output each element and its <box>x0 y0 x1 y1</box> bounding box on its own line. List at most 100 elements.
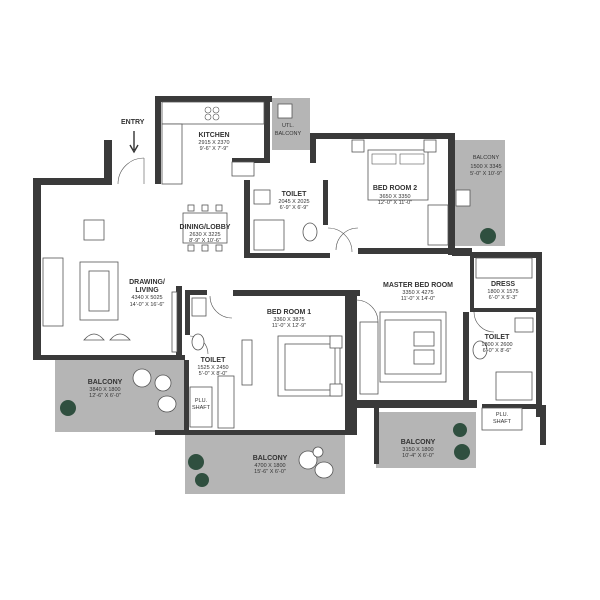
balcony-chair-5 <box>314 461 334 479</box>
entry-door <box>117 157 145 185</box>
svg-text:3840 X 1800: 3840 X 1800 <box>89 387 120 393</box>
svg-text:10'-4" X 6'-0": 10'-4" X 6'-0" <box>402 453 434 459</box>
svg-text:1800 X 1575: 1800 X 1575 <box>487 289 518 295</box>
svg-text:5'-0" X 8'-0": 5'-0" X 8'-0" <box>199 371 228 377</box>
dress-name: DRESS <box>491 281 515 288</box>
svg-text:UTL.: UTL. <box>282 123 294 129</box>
toilet-1-basin <box>253 189 271 205</box>
tv-unit <box>171 291 178 353</box>
balcony-chair-3 <box>157 395 177 413</box>
kitchen-counter <box>161 101 265 125</box>
balcony-bottom-mid-name: BALCONY <box>253 455 288 462</box>
svg-text:12'-0" X 11'-0": 12'-0" X 11'-0" <box>378 200 412 206</box>
entry-arrow-icon <box>129 131 139 154</box>
toilet-1-name: TOILET <box>282 191 307 198</box>
bedroom-1-door <box>209 295 233 319</box>
toilet-3-basin <box>514 317 534 333</box>
svg-text:SHAFT: SHAFT <box>493 419 512 425</box>
svg-text:3650 X 3350: 3650 X 3350 <box>379 194 410 200</box>
doors <box>117 157 495 355</box>
washer <box>277 103 293 119</box>
balcony-chair-1 <box>132 368 152 388</box>
svg-text:12'-6" X 6'-0": 12'-6" X 6'-0" <box>89 393 121 399</box>
plu-shaft-right-name: PLU. <box>496 412 509 418</box>
svg-text:SHAFT: SHAFT <box>192 405 211 411</box>
svg-text:6'-0" X 8'-6": 6'-0" X 8'-6" <box>483 348 512 354</box>
plant-icon <box>453 423 467 437</box>
bedroom-2-door <box>335 227 359 251</box>
toilet-2-wc <box>191 333 205 351</box>
balcony-chair-4 <box>298 450 318 470</box>
bed-2 <box>367 149 429 201</box>
bedroom-1-name: BED ROOM 1 <box>267 309 311 316</box>
toilet-2-basin <box>191 297 207 317</box>
balcony-fills <box>55 98 505 494</box>
plant-icon <box>454 444 470 460</box>
svg-text:3350 X 4275: 3350 X 4275 <box>402 290 433 296</box>
plant-icon <box>480 228 496 244</box>
bed-master <box>384 319 442 375</box>
wardrobe-1 <box>217 375 235 429</box>
wardrobe-master <box>359 321 379 395</box>
svg-text:3150 X 1800: 3150 X 1800 <box>402 447 433 453</box>
svg-text:5'-0" X 10'-9": 5'-0" X 10'-9" <box>470 171 502 177</box>
svg-text:2630 X 3225: 2630 X 3225 <box>189 232 220 238</box>
svg-text:2045 X 2025: 2045 X 2025 <box>278 199 309 205</box>
plu-shaft-left-name: PLU. <box>195 398 208 404</box>
balcony-left-name: BALCONY <box>88 379 123 386</box>
toilet-3-name: TOILET <box>485 334 510 341</box>
plant-icon <box>188 454 204 470</box>
svg-text:4340 X 5025: 4340 X 5025 <box>131 295 162 301</box>
svg-text:6'-0" X 5'-3": 6'-0" X 5'-3" <box>489 295 518 301</box>
toilet-1-wc <box>302 222 318 242</box>
svg-text:4700 X 1800: 4700 X 1800 <box>254 463 285 469</box>
dining-name: DINING/LOBBY <box>180 224 231 231</box>
plant-icon <box>60 400 76 416</box>
svg-text:3360 X 3875: 3360 X 3875 <box>273 317 304 323</box>
toilet-1-door <box>327 227 353 253</box>
entry-label: ENTRY <box>121 119 145 126</box>
balcony-chair-2 <box>154 374 172 392</box>
sofa <box>42 257 64 327</box>
desk-1 <box>241 339 253 386</box>
balcony-top-right-name: BALCONY <box>473 155 500 161</box>
svg-text:2915 X 2370: 2915 X 2370 <box>198 140 229 146</box>
dress-unit <box>475 257 533 279</box>
bedroom-2-name: BED ROOM 2 <box>373 185 417 192</box>
bed-1 <box>284 343 336 391</box>
svg-text:1800 X 2600: 1800 X 2600 <box>481 342 512 348</box>
walls <box>33 96 546 464</box>
svg-text:11'-0" X 14'-0": 11'-0" X 14'-0" <box>401 296 435 302</box>
plant-icon <box>195 473 209 487</box>
room-labels: KITCHEN 2915 X 2370 9'-6" X 7'-9" UTL. B… <box>88 123 519 475</box>
toilet-2-name: TOILET <box>201 357 226 364</box>
plu-shaft-left-box <box>189 386 213 428</box>
master-bedroom-name: MASTER BED ROOM <box>383 282 453 289</box>
master-door <box>355 299 379 323</box>
balcony-bottom-right-name: BALCONY <box>401 439 436 446</box>
toilet-3-shower <box>495 371 533 401</box>
drawing-name: DRAWING/ <box>129 279 165 286</box>
svg-text:8'-9" X 10'-6": 8'-9" X 10'-6" <box>189 238 221 244</box>
kitchen-side-counter <box>161 123 183 185</box>
dining-table <box>182 212 228 244</box>
svg-text:BALCONY: BALCONY <box>275 131 302 137</box>
chair-1 <box>83 333 105 341</box>
svg-text:LIVING: LIVING <box>135 287 159 294</box>
plants <box>60 228 496 487</box>
furniture <box>42 101 534 479</box>
svg-text:6'-9" X 6'-9": 6'-9" X 6'-9" <box>280 205 309 211</box>
toilet-3-wc <box>472 340 488 360</box>
toilet-3-door <box>473 311 495 333</box>
toilet-1-shower <box>253 219 285 251</box>
chair-2 <box>109 333 131 341</box>
plu-shaft-right-box <box>481 407 523 431</box>
svg-text:1500 X 3345: 1500 X 3345 <box>470 164 501 170</box>
svg-text:9'-6" X 7'-9": 9'-6" X 7'-9" <box>200 146 229 152</box>
svg-text:14'-0" X 16'-6": 14'-0" X 16'-6" <box>130 302 165 308</box>
svg-text:1525 X 2450: 1525 X 2450 <box>197 365 228 371</box>
kitchen-sink <box>231 161 255 177</box>
armchair <box>83 219 105 241</box>
